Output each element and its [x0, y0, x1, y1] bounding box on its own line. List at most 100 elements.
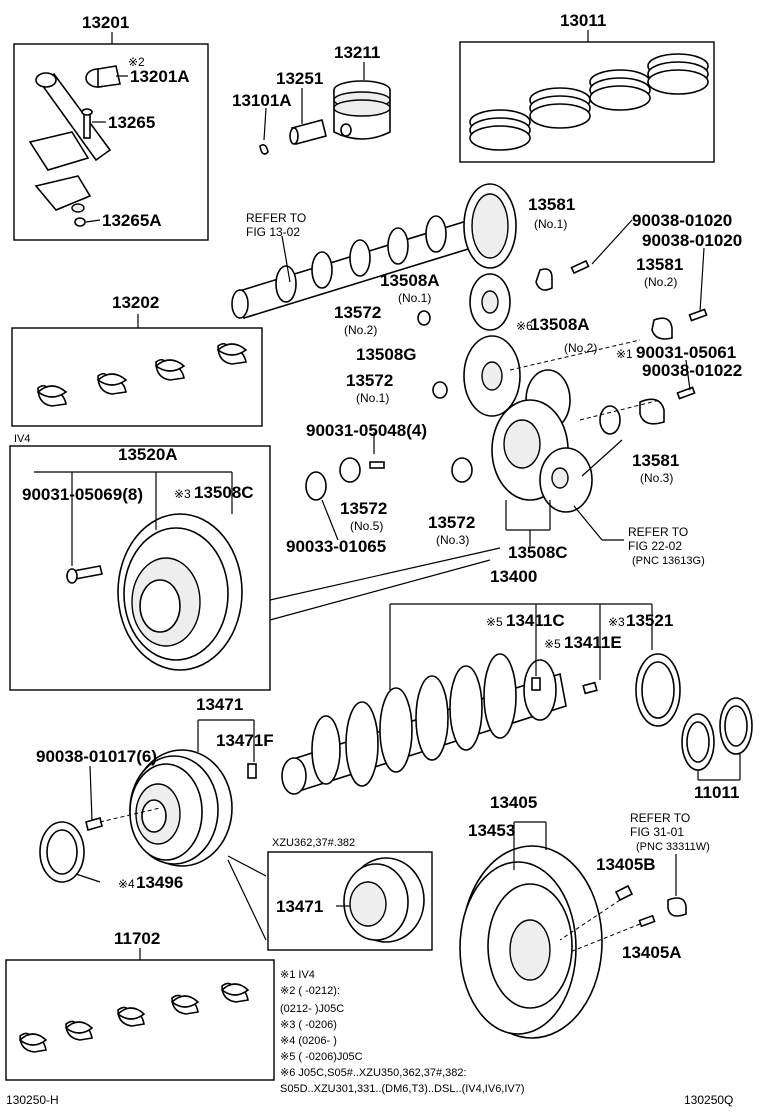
label-13265: 13265	[108, 113, 155, 132]
label-13471: 13471	[196, 695, 243, 714]
footnotes: ※1 IV4 ※2 ( -0212): (0212- )J05C ※3 ( -0…	[280, 969, 525, 1095]
label-90038-01017: 90038-01017(6)	[36, 747, 157, 766]
connecting-rod-drawing	[28, 65, 121, 227]
label-13011: 13011	[560, 11, 606, 30]
label-13508C-a: 13508C	[194, 483, 254, 502]
label-13101A: 13101A	[232, 91, 292, 110]
label-no2-b: (No.2)	[344, 323, 377, 337]
label-13211: 13211	[334, 43, 380, 62]
mark-4: ※4	[118, 877, 135, 891]
label-90038-01020-a: 90038-01020	[632, 211, 732, 230]
label-no5: (No.5)	[350, 519, 383, 533]
label-90038-01020-b: 90038-01020	[642, 231, 742, 250]
label-90038-01022: 90038-01022	[642, 361, 742, 380]
label-13453: 13453	[468, 821, 515, 840]
label-13471-variant: 13471	[276, 897, 323, 916]
label-13508G: 13508G	[356, 345, 417, 364]
label-no2-a: (No.2)	[644, 275, 677, 289]
mark-5a: ※5	[486, 615, 503, 629]
footer-left-code: 130250-H	[6, 1093, 59, 1107]
crank-pulley-drawing	[39, 749, 257, 883]
thrust-rings-drawing	[635, 653, 753, 771]
mark-1: ※1	[616, 347, 633, 361]
bearing-shells-11702	[18, 982, 250, 1053]
label-refer-22-02-a: REFER TO	[628, 525, 688, 539]
label-13202: 13202	[112, 293, 159, 312]
crankshaft-drawing	[281, 653, 598, 795]
label-13572-no3: 13572	[428, 513, 475, 532]
label-no2-c: (No.2)	[564, 341, 597, 355]
label-13400: 13400	[490, 567, 537, 586]
label-refer-31-01-a: REFER TO	[630, 811, 690, 825]
label-13520A: 13520A	[118, 445, 178, 464]
box-piston-rings	[459, 41, 715, 163]
label-13265A: 13265A	[102, 211, 162, 230]
label-13251: 13251	[276, 69, 323, 88]
label-11702: 11702	[114, 929, 160, 948]
label-90031-05048: 90031-05048(4)	[306, 421, 427, 440]
footnote-6b: S05D..XZU301,331..(DM6,T3)..DSL..(IV4,IV…	[280, 1083, 525, 1095]
damper-gear-drawing	[66, 513, 243, 671]
label-13405A: 13405A	[622, 943, 682, 962]
label-pnc-33311W: (PNC 33311W)	[636, 841, 710, 853]
label-no3-a: (No.3)	[436, 533, 469, 547]
label-90033-01065: 90033-01065	[286, 537, 386, 556]
label-13572-no5: 13572	[340, 499, 387, 518]
label-13521: 13521	[626, 611, 673, 630]
footer-right-code: 130250Q	[684, 1093, 733, 1107]
piston-drawing	[259, 80, 391, 155]
label-11011: 11011	[694, 783, 739, 802]
label-13411E: 13411E	[564, 633, 622, 652]
label-iv4: IV4	[14, 433, 31, 445]
label-13411C: 13411C	[506, 611, 565, 630]
label-xzu-variant: XZU362,37#.382	[272, 837, 355, 849]
label-13496: 13496	[136, 873, 183, 892]
label-13508A-no1: 13508A	[380, 271, 440, 290]
label-13581-no2: 13581	[636, 255, 683, 274]
footnote-2: ※2 ( -0212):	[280, 985, 340, 997]
label-13508C-b: 13508C	[508, 543, 568, 562]
label-13201A: 13201A	[130, 67, 190, 86]
label-refer-13-02-b: FIG 13-02	[246, 225, 300, 239]
footnote-3: ※3 ( -0206)	[280, 1019, 337, 1031]
label-no1-c: (No.1)	[356, 391, 389, 405]
footnote-2b: (0212- )J05C	[280, 1003, 344, 1015]
mark-3a: ※3	[174, 487, 191, 501]
gear-train-drawing	[305, 259, 708, 513]
footnote-5: ※5 ( -0206)J05C	[280, 1051, 363, 1063]
label-90031-05061: 90031-05061	[636, 343, 736, 362]
piston-rings-drawing	[469, 53, 709, 151]
bearing-shells-13202	[36, 342, 248, 407]
label-13405: 13405	[490, 793, 537, 812]
label-13572-no2: 13572	[334, 303, 381, 322]
label-refer-13-02-a: REFER TO	[246, 211, 306, 225]
label-no3-b: (No.3)	[640, 471, 673, 485]
camshaft-drawing	[231, 183, 517, 319]
label-13201: 13201	[82, 13, 129, 32]
footnote-4: ※4 (0206- )	[280, 1035, 337, 1047]
mark-3b: ※3	[608, 615, 625, 629]
label-refer-31-01-b: FIG 31-01	[630, 825, 684, 839]
label-no1-a: (No.1)	[534, 217, 567, 231]
mark-6: ※6	[516, 319, 533, 333]
box-connecting-rod	[13, 43, 209, 241]
label-13581-no1: 13581	[528, 195, 575, 214]
box-pulley-xzu	[267, 851, 433, 951]
mark-5b: ※5	[544, 637, 561, 651]
label-13471F: 13471F	[216, 731, 274, 750]
box-damper-iv4	[9, 445, 271, 691]
flywheel-drawing	[459, 845, 687, 1039]
crank-pulley-variant-drawing	[343, 857, 425, 943]
box-bearings-13202	[11, 327, 263, 427]
label-pnc-13613G: (PNC 13613G)	[632, 555, 705, 567]
footnote-6: ※6 J05C,S05#..XZU350,362,37#,382:	[280, 1067, 467, 1079]
label-13572-no1: 13572	[346, 371, 393, 390]
label-90031-05069: 90031-05069(8)	[22, 485, 143, 504]
label-no1-b: (No.1)	[398, 291, 431, 305]
mark-2: ※2	[128, 55, 145, 69]
label-13405B: 13405B	[596, 855, 656, 874]
label-13581-no3: 13581	[632, 451, 679, 470]
footnote-1: ※1 IV4	[280, 969, 315, 981]
label-refer-22-02-b: FIG 22-02	[628, 539, 682, 553]
